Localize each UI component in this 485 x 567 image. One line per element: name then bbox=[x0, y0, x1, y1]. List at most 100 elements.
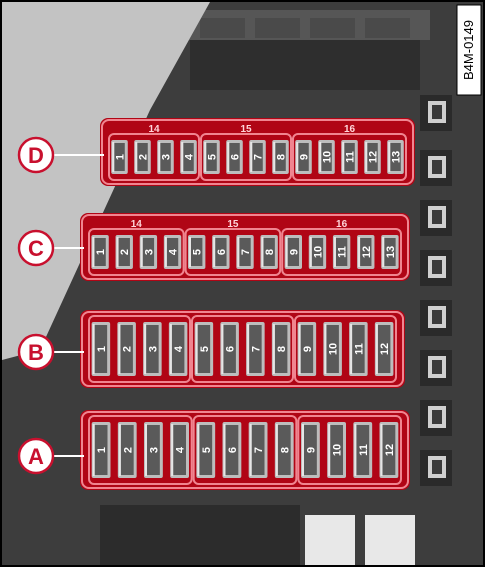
fuse-number: 3 bbox=[161, 154, 173, 160]
fuse-number: 5 bbox=[192, 249, 204, 255]
fuse: 10 bbox=[323, 322, 342, 376]
fuse: 10 bbox=[327, 422, 347, 478]
fuse: 12 bbox=[374, 322, 394, 376]
side-clip bbox=[420, 200, 452, 236]
fuse: 5 bbox=[203, 140, 220, 174]
fuse: 9 bbox=[295, 140, 312, 174]
fuse: 8 bbox=[271, 322, 291, 376]
fuse-number: 2 bbox=[122, 346, 134, 352]
fuse-number: 4 bbox=[184, 153, 196, 160]
fuse-number: 8 bbox=[276, 154, 288, 160]
figure-id: B4M-0149 bbox=[461, 20, 476, 80]
fuse-group bbox=[88, 315, 191, 383]
fuse-number: 3 bbox=[148, 447, 160, 453]
fuse: 1 bbox=[91, 422, 111, 478]
fuse-number: 12 bbox=[368, 151, 380, 163]
callout-letter: A bbox=[28, 444, 44, 469]
callout-c: C bbox=[17, 229, 84, 267]
side-clip bbox=[420, 95, 452, 131]
side-clip bbox=[420, 150, 452, 186]
fuse-number: 11 bbox=[345, 151, 357, 163]
side-clip bbox=[420, 350, 452, 386]
fuse-group bbox=[88, 228, 185, 276]
fuse: 6 bbox=[212, 235, 230, 269]
fuse: 2 bbox=[115, 235, 133, 269]
fuse: 12 bbox=[357, 235, 375, 269]
fuse: 9 bbox=[284, 235, 303, 269]
fuse: 12 bbox=[379, 422, 399, 478]
fuse-group bbox=[294, 315, 397, 383]
fuse: 2 bbox=[117, 422, 137, 478]
fuse-number: 4 bbox=[168, 248, 180, 255]
fuse-number: 2 bbox=[122, 447, 134, 453]
fuse-group-label: 15 bbox=[227, 219, 239, 230]
fuse-group bbox=[292, 133, 407, 181]
side-clip bbox=[420, 250, 452, 286]
fuse-number: 6 bbox=[227, 447, 239, 453]
fuse: 7 bbox=[248, 422, 268, 478]
fuse-number: 3 bbox=[143, 249, 155, 255]
fuse: 8 bbox=[272, 140, 289, 174]
fuse-number: 1 bbox=[95, 249, 107, 255]
fuse-number: 7 bbox=[253, 154, 265, 160]
callout-letter: B bbox=[28, 340, 44, 365]
fuse-group-label: 15 bbox=[240, 124, 252, 135]
fuse-number: 12 bbox=[361, 246, 373, 258]
right-side-clips bbox=[420, 95, 452, 486]
fuse-number: 3 bbox=[147, 346, 159, 352]
fuse: 6 bbox=[220, 322, 239, 376]
fuse-number: 13 bbox=[385, 246, 397, 258]
fuse-number: 1 bbox=[96, 447, 108, 453]
fuse: 2 bbox=[117, 322, 136, 376]
fuse-group-label: 16 bbox=[336, 219, 348, 230]
fuse-number: 2 bbox=[138, 154, 150, 160]
fuse: 6 bbox=[222, 422, 242, 478]
bottom-connectors bbox=[100, 505, 415, 565]
fuse: 7 bbox=[236, 235, 254, 269]
fuse-number: 10 bbox=[312, 246, 324, 258]
fuse-number: 7 bbox=[253, 447, 265, 453]
fuse-group bbox=[297, 415, 403, 485]
fuse-group bbox=[192, 415, 298, 485]
fuse-number: 11 bbox=[337, 246, 349, 258]
fuse-number: 4 bbox=[175, 446, 187, 453]
fuse-number: 12 bbox=[379, 343, 391, 355]
fuse: 10 bbox=[308, 235, 327, 269]
fuse: 2 bbox=[134, 140, 151, 174]
fuse: 12 bbox=[364, 140, 381, 174]
fuse-number: 1 bbox=[115, 154, 127, 160]
fuse-number: 2 bbox=[119, 249, 131, 255]
fuse: 8 bbox=[274, 422, 294, 478]
fuse-number: 8 bbox=[276, 346, 288, 352]
fuse-group bbox=[88, 415, 193, 485]
side-clip bbox=[420, 300, 452, 336]
fuse: 1 bbox=[91, 235, 109, 269]
fuse: 7 bbox=[249, 140, 266, 174]
fuse-number: 6 bbox=[216, 249, 228, 255]
fuse-group bbox=[200, 133, 292, 181]
callout-a: A bbox=[17, 437, 84, 475]
fuse: 4 bbox=[180, 140, 197, 174]
fuse: 11 bbox=[353, 422, 373, 478]
fuse-group bbox=[281, 228, 403, 276]
figure-id-box bbox=[456, 4, 482, 96]
fuse: 7 bbox=[246, 322, 265, 376]
callout-b: B bbox=[17, 333, 84, 371]
fuse-number: 10 bbox=[332, 444, 344, 456]
fuse-number: 4 bbox=[173, 345, 185, 352]
fuse: 1 bbox=[91, 322, 111, 376]
fuse-number: 9 bbox=[302, 346, 314, 352]
fuse-number: 5 bbox=[199, 346, 211, 352]
fuse-number: 10 bbox=[328, 343, 340, 355]
fuse-number: 11 bbox=[353, 343, 365, 355]
fuse-number: 7 bbox=[250, 346, 262, 352]
fuse: 9 bbox=[300, 422, 320, 478]
fuse: 4 bbox=[168, 322, 188, 376]
fuse: 3 bbox=[143, 422, 163, 478]
fuse-number: 5 bbox=[201, 447, 213, 453]
side-clip bbox=[420, 400, 452, 436]
fuse: 4 bbox=[170, 422, 190, 478]
fuse: 6 bbox=[226, 140, 243, 174]
